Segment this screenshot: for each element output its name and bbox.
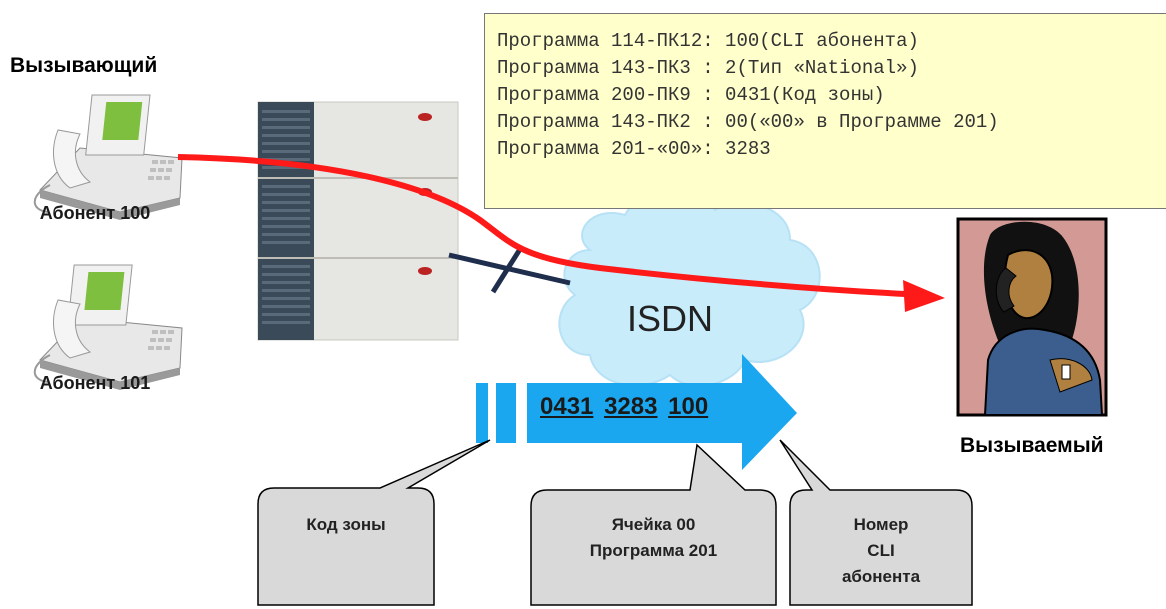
blocked-line (448, 244, 571, 294)
dialed-number: 0431 3283 100 (540, 393, 708, 421)
program-line: Программа 200-ПК9 : 0431(Код зоны) (497, 84, 885, 106)
callout-zone (257, 439, 491, 606)
callout-cli-line3: абонента (841, 567, 921, 586)
number-arrow (476, 354, 797, 470)
callout-cli-text: Номер CLI абонента (790, 512, 972, 590)
zone-code: 0431 (540, 393, 594, 420)
callout-zone-text: Код зоны (306, 515, 386, 534)
program-line: Программа 143-ПК3 : 2(Тип «National») (497, 57, 919, 79)
callout-cli-line2: CLI (867, 541, 895, 560)
program-settings-box: Программа 114-ПК12: 100(CLI абонента) Пр… (484, 13, 1166, 209)
callee-person-icon (956, 217, 1108, 417)
callout-cell-line2: Программа 201 (589, 541, 718, 560)
program-line: Программа 143-ПК2 : 00(«00» в Программе … (497, 111, 999, 133)
isdn-label: ISDN (627, 298, 714, 339)
callout-cli (779, 439, 973, 606)
cli-number: 100 (668, 393, 709, 420)
callee-title: Вызываемый (960, 434, 1104, 457)
phone-101-label: Абонент 101 (39, 373, 151, 393)
program-line: Программа 201-«00»: 3283 (497, 138, 771, 160)
call-path (177, 154, 945, 312)
callout-cell-line1: Ячейка 00 (611, 515, 696, 534)
phone-101-icon (33, 264, 183, 390)
program-line: Программа 114-ПК12: 100(CLI абонента) (497, 30, 919, 52)
phone-100-label: Абонент 100 (39, 203, 151, 223)
pbx-cabinet (257, 101, 459, 341)
cell-number: 3283 (604, 393, 658, 420)
phone-100-icon (33, 94, 183, 220)
callout-cell (530, 443, 777, 606)
caller-title: Вызывающий (10, 54, 158, 77)
callout-cell-text: Ячейка 00 Программа 201 (531, 512, 776, 564)
callout-cli-line1: Номер (853, 515, 909, 534)
